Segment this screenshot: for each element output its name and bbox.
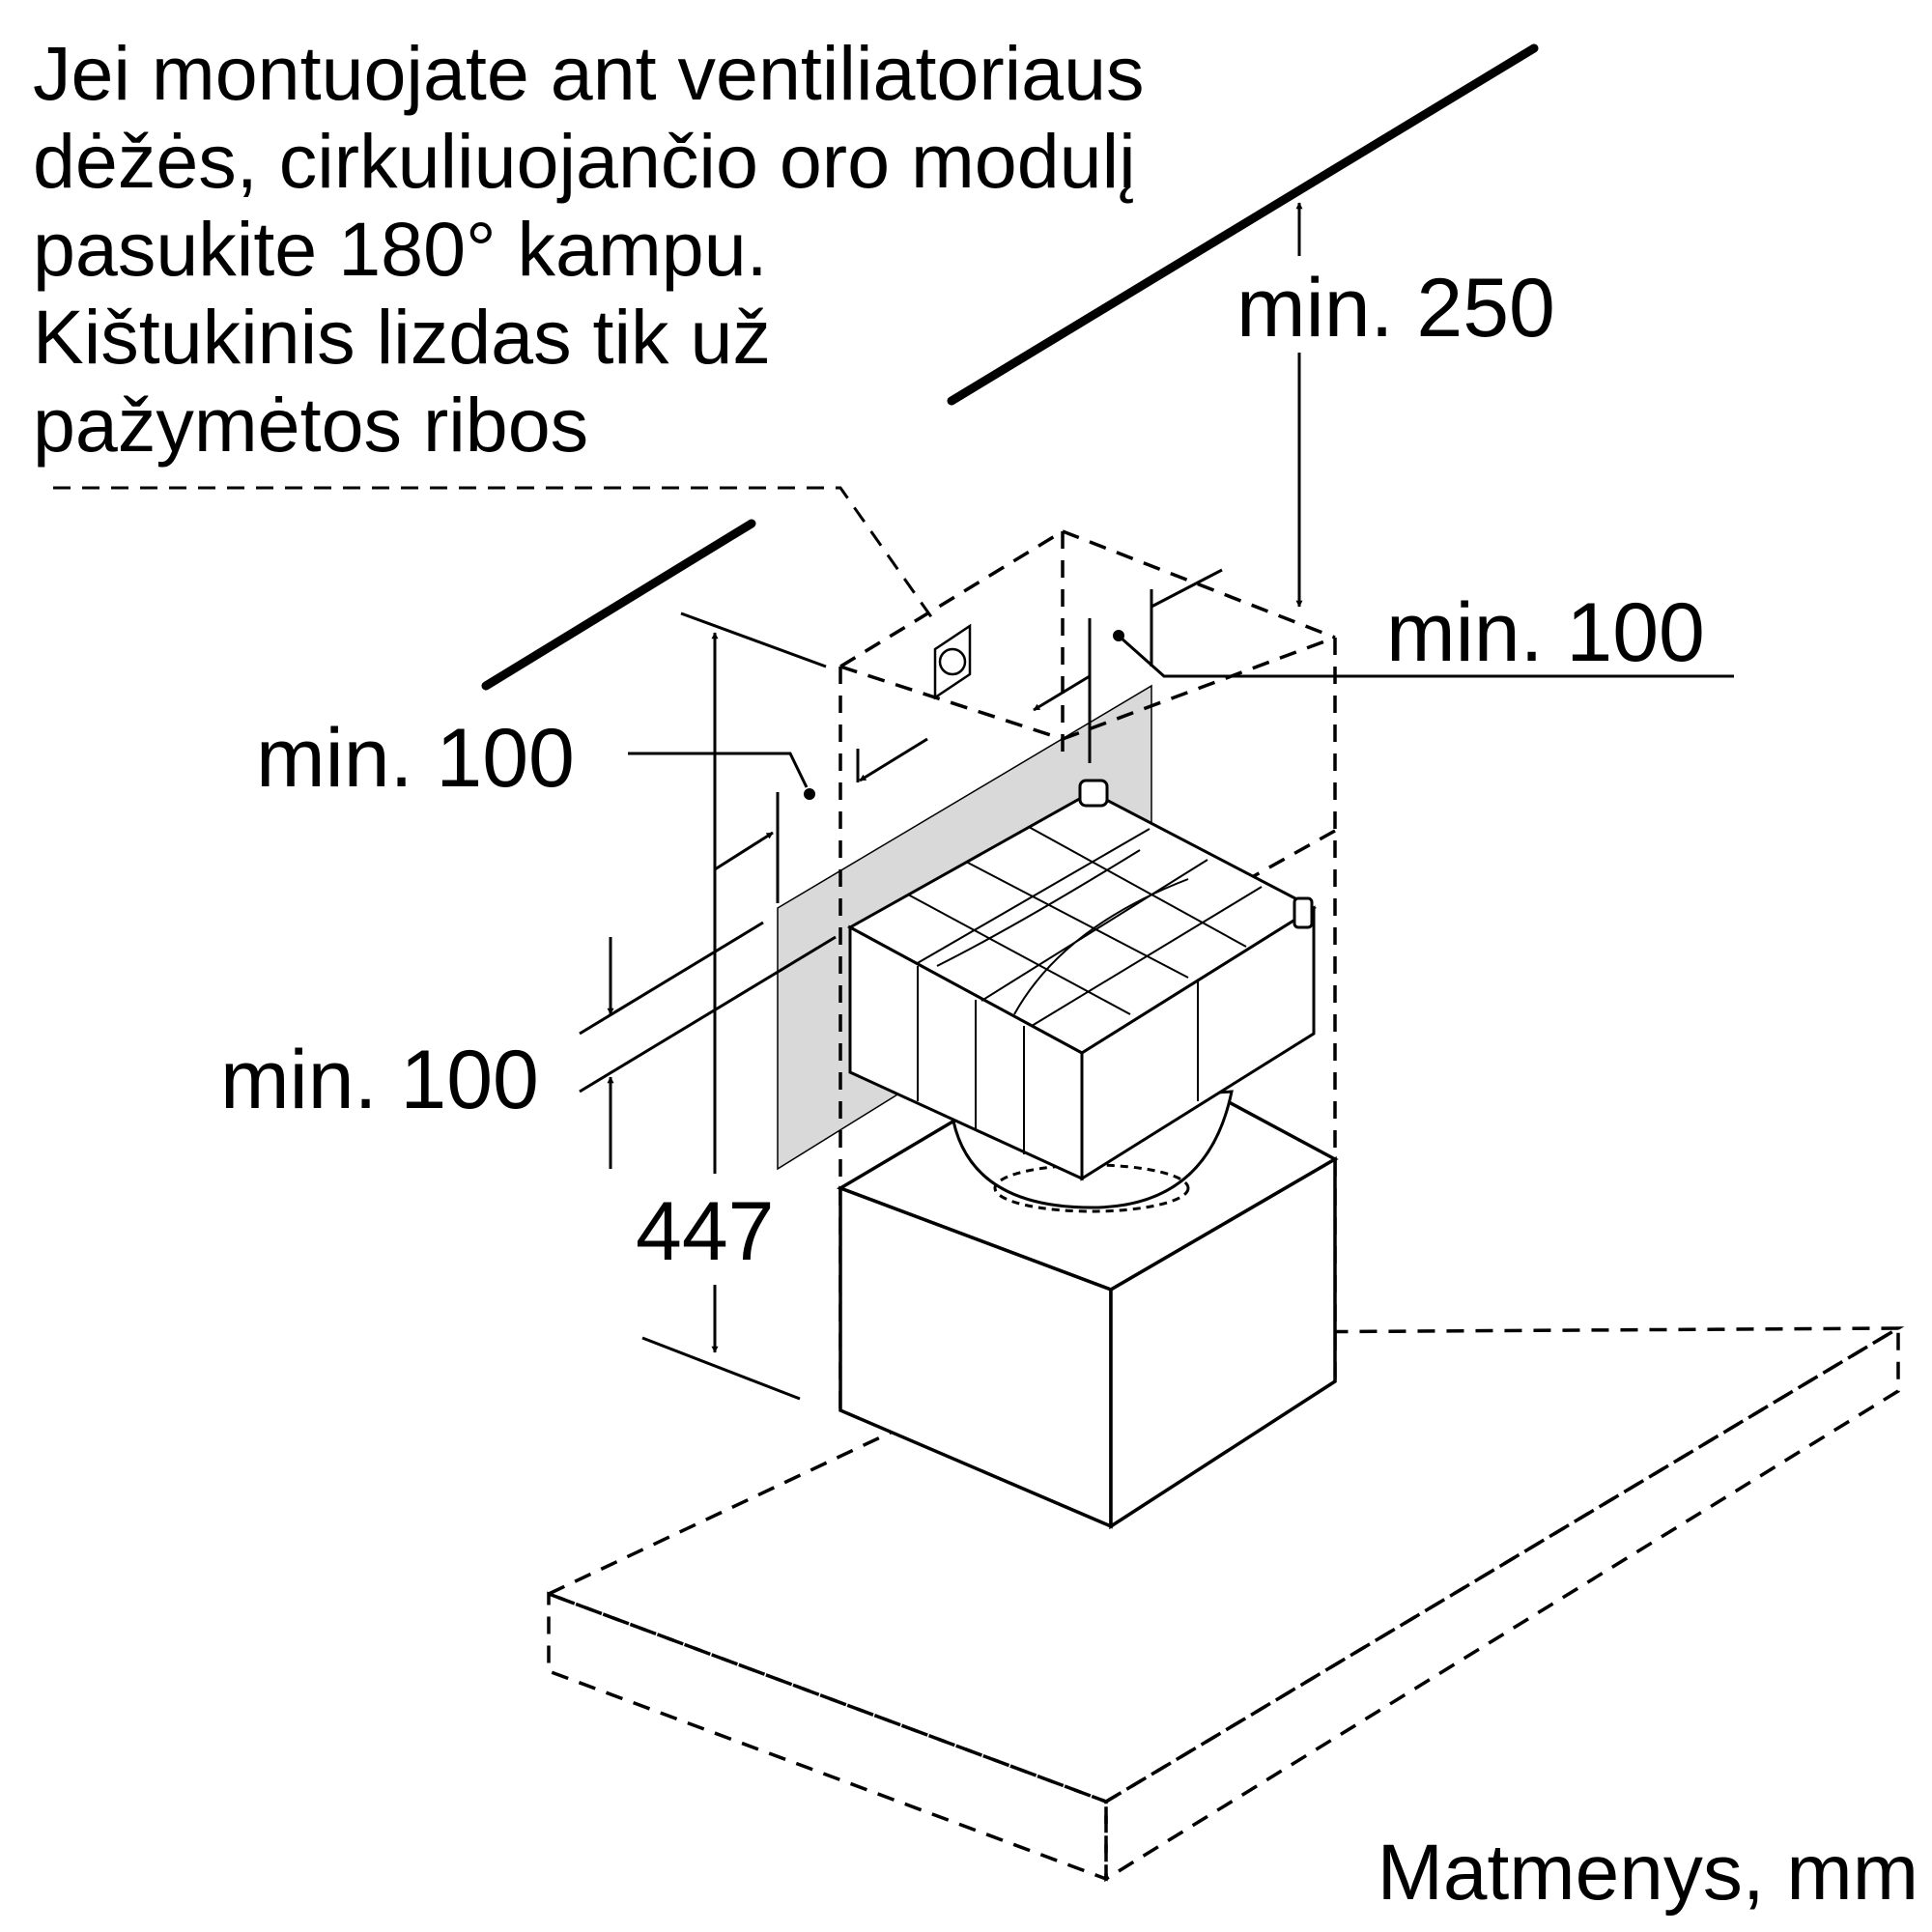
dimension-lower-clearance	[579, 921, 837, 1169]
carbon-filter-module	[846, 779, 1318, 1181]
label-top-clearance: min. 250	[1236, 262, 1555, 355]
dimension-right-clearance	[1033, 568, 1734, 763]
dimension-height	[641, 611, 827, 1401]
installation-note: Jei montuojate ant ventiliatoriaus dėžės…	[33, 29, 1289, 469]
note-line-2: dėžės, cirkuliuojančio oro modulį	[33, 118, 1136, 204]
socket-icon	[933, 623, 972, 700]
label-height: 447	[636, 1185, 775, 1278]
label-left-clearance: min. 100	[256, 712, 575, 805]
ceiling-edge-line	[947, 43, 1539, 406]
note-line-4: Kištukinis lizdas tik už	[33, 294, 771, 380]
label-lower-clearance: min. 100	[220, 1034, 539, 1126]
label-right-clearance: min. 100	[1386, 586, 1705, 679]
note-line-1: Jei montuojate ant ventiliatoriaus	[33, 30, 1145, 116]
socket-leader	[53, 486, 934, 619]
wall-edge-line	[481, 519, 756, 691]
note-line-3: pasukite 180° kampu.	[33, 206, 768, 292]
chimney-outline	[838, 529, 1337, 1410]
dimension-left-clearance	[628, 737, 928, 903]
units-label: Matmenys, mm	[1377, 1829, 1918, 1917]
note-line-5: pažymėtos ribos	[33, 382, 589, 468]
